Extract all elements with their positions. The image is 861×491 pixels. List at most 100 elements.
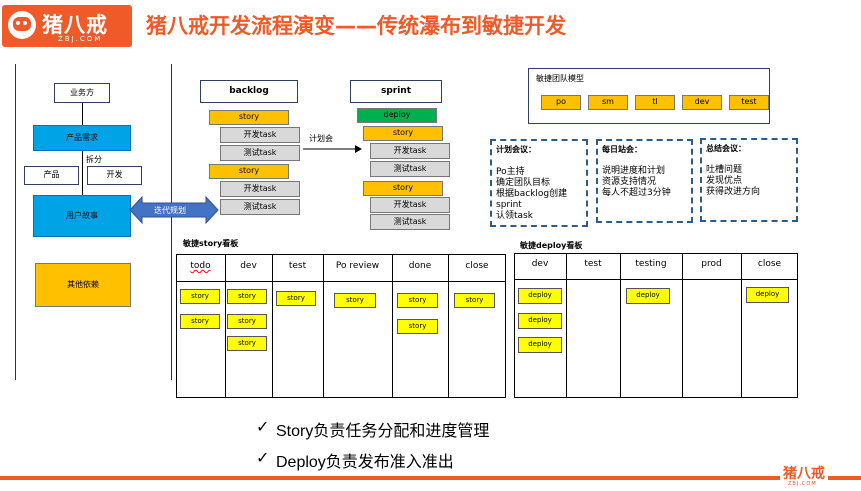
bullet-deploy: Deploy负责发布准入准出 [276,454,454,471]
sprint-deploy: deploy [357,108,437,123]
col-divider [448,254,449,398]
plan-arrow [303,145,362,153]
deploy-col-test: test [584,259,602,269]
sprint-dev-task: 开发task [370,197,450,213]
backlog-test-task: 测试task [220,145,300,161]
role-test: test [729,95,769,110]
col-divider [323,254,324,398]
deploy-col-testing: testing [635,259,667,269]
role-po: po [541,95,581,110]
page-title: 猪八戒开发流程演变——传统瀑布到敏捷开发 [146,14,566,38]
retro-line: 获得改进方向 [706,187,761,197]
backlog-story: story [209,164,289,179]
planning-line: 根据backlog创建 [496,189,568,199]
col-dev: dev [240,261,257,271]
planning-line: 确定团队目标 [496,178,551,188]
deploy-card[interactable]: deploy [626,288,670,304]
retro-line: 吐槽问题 [706,165,743,175]
product-box: 产品 [24,166,79,185]
story-board-title: 敏捷story看板 [183,239,239,248]
standup-line: 说明进度和计划 [602,166,666,176]
deploy-board [514,253,798,398]
col-todo: todo [190,261,211,271]
deploy-col-close: close [757,259,782,269]
col-divider [741,253,742,398]
story-card[interactable]: story [397,319,438,334]
deploy-board-title: 敏捷deploy看板 [520,241,583,250]
story-card[interactable]: story [397,293,438,308]
backlog-dev-task: 开发task [220,181,300,197]
sprint-header: sprint [350,80,442,103]
story-board [176,254,506,398]
story-card[interactable]: story [227,289,267,304]
split-label: 拆分 [86,155,102,164]
connector [82,103,83,125]
mascot-icon [8,11,36,39]
planning-line: sprint [496,200,522,210]
retro-meeting-title: 总结会议： [706,144,746,153]
agile-model-title: 敏捷团队模型 [536,74,584,83]
col-close: close [465,261,489,271]
sprint-test-task: 测试task [370,214,450,230]
sprint-test-task: 测试task [370,161,450,177]
col-divider [272,254,273,398]
deploy-board-header-line [514,279,798,280]
backlog-header: backlog [200,80,298,103]
check-icon: ✓ [256,450,270,467]
col-divider [225,254,226,398]
story-card[interactable]: story [227,314,267,329]
col-test: test [288,261,307,271]
story-board-header-line [176,281,506,282]
deploy-card[interactable]: deploy [518,288,562,304]
sprint-story: story [363,181,443,196]
daily-standup-title: 每日站会： [602,145,642,154]
deploy-card[interactable]: deploy [518,313,562,329]
footer-logo-sub: ZBJ.COM [788,481,817,487]
col-divider [392,254,393,398]
backlog-story: story [209,110,289,125]
story-card[interactable]: story [454,293,495,308]
col-divider [620,253,621,398]
role-dev: dev [682,95,722,110]
agile-model-frame [528,68,770,124]
business-box: 业务方 [54,83,110,103]
bullet-story: Story负责任务分配和进度管理 [276,423,490,440]
story-card[interactable]: story [334,293,376,308]
retro-line: 发现优点 [706,176,743,186]
deploy-card[interactable]: deploy [746,287,789,303]
logo: 猪八戒 ZBJ.COM [2,5,132,47]
sprint-dev-task: 开发task [370,143,450,159]
col-divider [566,253,567,398]
plan-label: 计划会 [309,134,333,143]
col-divider [682,253,683,398]
connector [82,151,83,195]
standup-line: 资源支持情况 [602,177,657,187]
daily-standup-box [596,139,693,223]
sprint-story: story [363,126,443,141]
left-separator [15,64,16,380]
role-sm: sm [588,95,628,110]
logo-subtext: ZBJ.COM [58,35,103,43]
dev-box: 开发 [87,166,142,185]
col-done: done [408,261,432,271]
story-card[interactable]: story [276,291,316,306]
story-card[interactable]: story [180,289,220,304]
col-po-review: Po review [335,261,380,271]
user-story-box: 用户故事 [33,195,131,237]
logo-text: 猪八戒 [42,13,108,37]
deploy-card[interactable]: deploy [518,337,562,353]
deploy-col-prod: prod [701,259,722,269]
planning-line: 认领task [496,211,533,221]
iterate-arrow [129,195,219,225]
backlog-test-task: 测试task [220,199,300,215]
iterate-label: 迭代规划 [154,206,186,215]
backlog-dev-task: 开发task [220,127,300,143]
story-card[interactable]: story [227,336,267,351]
story-card[interactable]: story [180,314,220,329]
standup-line: 每人不超过3分钟 [602,188,671,198]
mid-separator [171,64,172,380]
planning-meeting-title: 计划会议： [496,145,536,154]
role-tl: tl [635,95,675,110]
footer-bar [0,476,861,480]
planning-meeting-box [490,139,588,227]
